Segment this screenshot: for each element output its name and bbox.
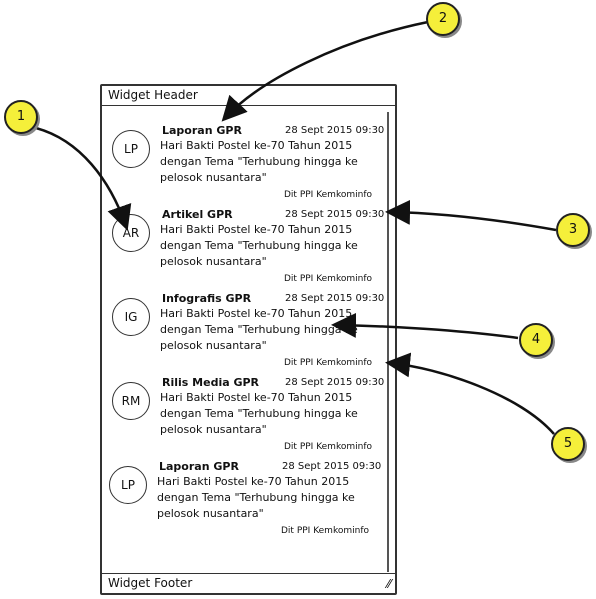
item-title[interactable]: Infografis GPR [162,292,252,305]
widget-panel: Widget Header LP Laporan GPR 28 Sept 201… [100,84,397,595]
footer-label: Widget Footer [108,576,193,590]
item-title[interactable]: Artikel GPR [162,208,233,221]
scrollbar[interactable] [387,112,389,572]
avatar: RM [112,382,150,420]
resize-handle-icon[interactable]: ⁄⁄ [386,577,391,591]
list-item[interactable]: AR Artikel GPR 28 Sept 2015 09:30 Hari B… [102,200,399,284]
avatar: IG [112,298,150,336]
item-date: 28 Sept 2015 09:30 [285,125,385,136]
avatar: LP [109,466,147,504]
item-title[interactable]: Laporan GPR [162,124,242,137]
arrow-5 [385,352,555,435]
item-body: Hari Bakti Postel ke-70 Tahun 2015 denga… [160,391,358,436]
item-author: Dit PPI Kemkominfo [284,442,372,452]
avatar: LP [112,130,150,168]
item-date: 28 Sept 2015 09:30 [282,461,382,472]
item-title[interactable]: Laporan GPR [159,460,239,473]
item-author: Dit PPI Kemkominfo [284,274,372,284]
list-item[interactable]: IG Infografis GPR 28 Sept 2015 09:30 Har… [102,284,399,368]
item-date: 28 Sept 2015 09:30 [285,377,385,388]
item-body: Hari Bakti Postel ke-70 Tahun 2015 denga… [160,139,358,184]
item-date: 28 Sept 2015 09:30 [285,293,385,304]
item-body: Hari Bakti Postel ke-70 Tahun 2015 denga… [157,475,355,520]
item-author: Dit PPI Kemkominfo [284,358,372,368]
widget-header: Widget Header [102,86,395,106]
item-date: 28 Sept 2015 09:30 [285,209,385,220]
item-title[interactable]: Rilis Media GPR [162,376,260,389]
list-item[interactable]: RM Rilis Media GPR 28 Sept 2015 09:30 Ha… [102,368,399,452]
callout-3: 3 [556,213,590,247]
item-body: Hari Bakti Postel ke-70 Tahun 2015 denga… [160,307,358,352]
callout-5: 5 [551,427,585,461]
list-item[interactable]: LP Laporan GPR 28 Sept 2015 09:30 Hari B… [102,452,399,536]
item-author: Dit PPI Kemkominfo [281,526,369,536]
avatar: AR [112,214,150,252]
item-author: Dit PPI Kemkominfo [284,190,372,200]
arrow-3 [385,199,557,232]
widget-footer: Widget Footer ⁄⁄ [102,573,395,593]
callout-1: 1 [4,100,38,134]
callout-4: 4 [519,323,553,357]
item-body: Hari Bakti Postel ke-70 Tahun 2015 denga… [160,223,358,268]
callout-2: 2 [426,2,460,36]
list-item[interactable]: LP Laporan GPR 28 Sept 2015 09:30 Hari B… [102,116,399,200]
